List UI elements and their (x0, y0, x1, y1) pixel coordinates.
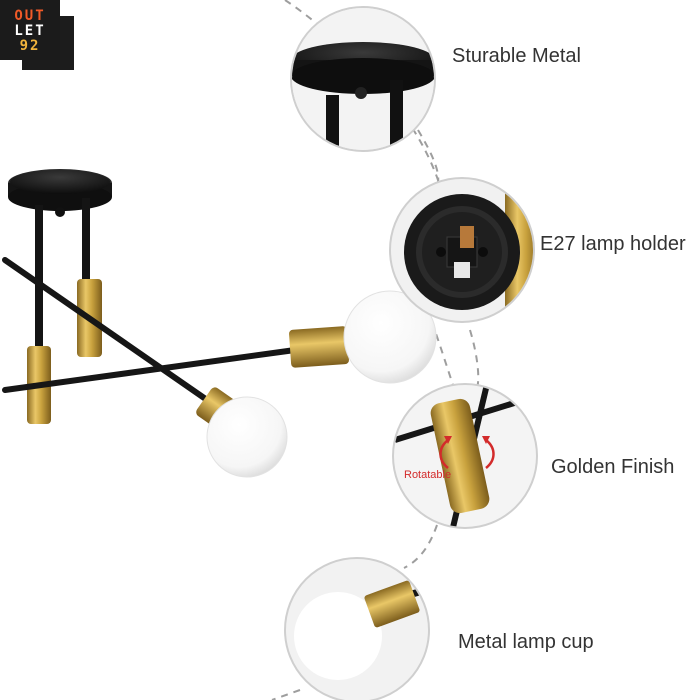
detail-canopy-circle (290, 6, 436, 152)
feature-label-lamp-holder: E27 lamp holder (540, 233, 686, 255)
feature-label-golden-finish: Golden Finish (551, 456, 675, 478)
detail-lamp-cup-circle (284, 557, 430, 700)
logo-badge: OUT LET 92 (0, 0, 60, 60)
feature-label-sturable-metal: Sturable Metal (452, 45, 581, 67)
logo-text-line-2: LET (14, 23, 46, 39)
outlet92-logo: OUT LET 92 (0, 0, 74, 70)
logo-text-line-3: 92 (19, 38, 41, 54)
feature-label-lamp-cup: Metal lamp cup (458, 631, 594, 653)
rotatable-annotation: Rotatable (404, 469, 452, 481)
detail-socket-circle (389, 177, 535, 323)
chandelier (2, 169, 437, 478)
detail-rotatable-circle (392, 383, 538, 529)
logo-text-line-1: OUT (14, 8, 46, 24)
